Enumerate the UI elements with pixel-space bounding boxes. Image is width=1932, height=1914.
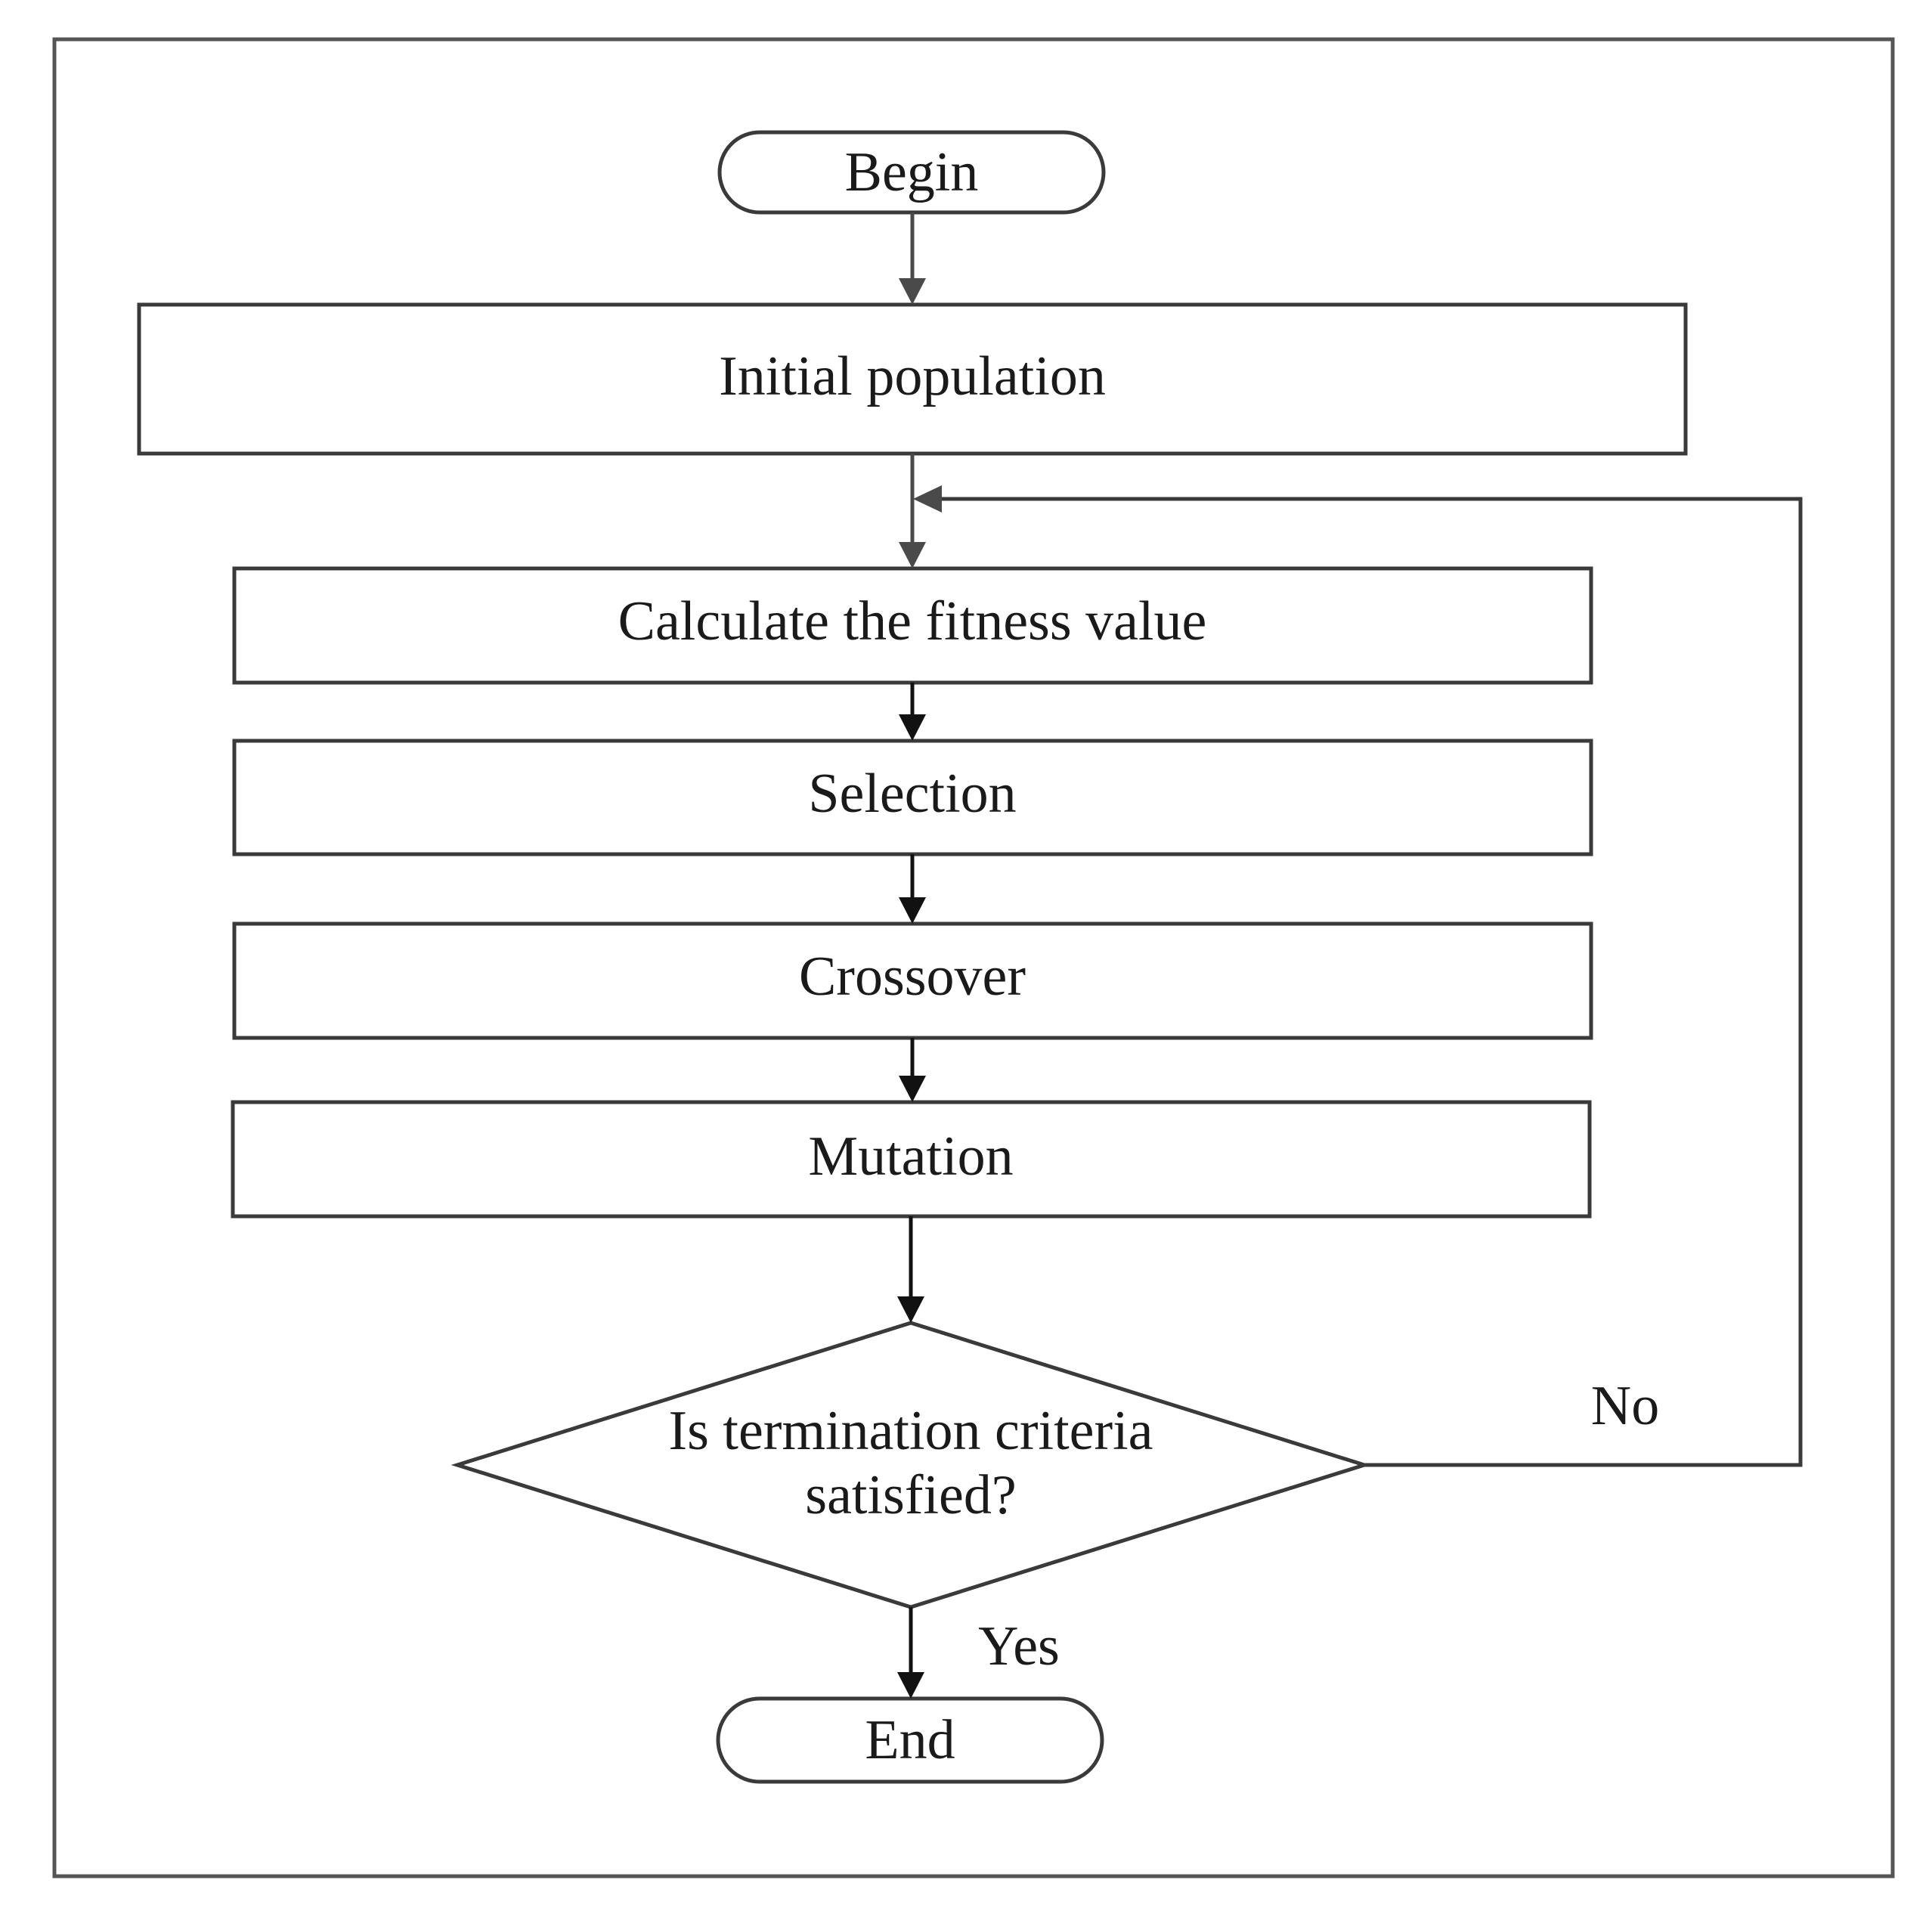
end-label: End [865, 1709, 955, 1771]
edge-mutation-to-decision [897, 1216, 924, 1323]
initial-population-label: Initial population [719, 345, 1106, 407]
crossover-node: Crossover [232, 921, 1593, 1040]
end-node: End [716, 1696, 1104, 1784]
arrowhead [897, 1296, 924, 1323]
edge-fitness-to-selection [899, 683, 926, 741]
edge-crossover-to-mutation [899, 1038, 926, 1102]
arrowhead [899, 278, 926, 305]
fitness-label: Calculate the fitness value [618, 590, 1207, 652]
mutation-shape [231, 1100, 1592, 1219]
edge-decision-to-end [897, 1607, 924, 1699]
yes-label: Yes [978, 1615, 1060, 1677]
begin-label: Begin [845, 141, 979, 203]
edge-selection-to-crossover [899, 854, 926, 924]
crossover-label: Crossover [799, 946, 1026, 1008]
edge-begin-to-initial [899, 212, 926, 305]
initial-population-shape [137, 302, 1688, 456]
loop-arrowhead [913, 485, 942, 513]
edge-decision-loop-no [913, 485, 1803, 1467]
decision-node: Is termination criteria satisfied? [450, 1321, 1371, 1609]
mutation-label: Mutation [808, 1126, 1013, 1188]
fitness-shape [232, 566, 1593, 685]
arrowhead [899, 714, 926, 741]
loop-line [939, 497, 1803, 1467]
fitness-node: Calculate the fitness value [232, 566, 1593, 685]
begin-node: Begin [717, 130, 1106, 215]
initial-population-node: Initial population [137, 302, 1688, 456]
decision-label-line2: satisfied? [805, 1464, 1016, 1526]
arrowhead [897, 1672, 924, 1699]
selection-shape [232, 739, 1593, 856]
end-shape [716, 1696, 1104, 1784]
no-label: No [1591, 1375, 1659, 1437]
selection-node: Selection [232, 739, 1593, 856]
arrowhead [899, 542, 926, 568]
decision-label-line1: Is termination criteria [668, 1400, 1153, 1462]
edge-initial-to-fitness [899, 454, 926, 568]
diagram-frame [52, 37, 1895, 1878]
mutation-node: Mutation [231, 1100, 1592, 1219]
arrowhead [899, 1076, 926, 1102]
arrowhead [899, 897, 926, 924]
selection-label: Selection [808, 763, 1016, 825]
